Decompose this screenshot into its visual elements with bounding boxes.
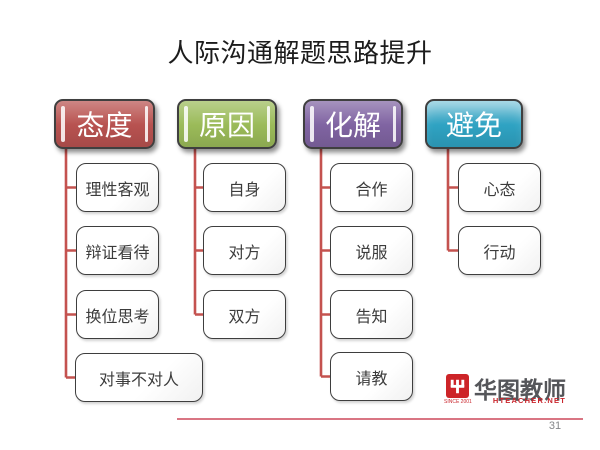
child-box: 双方 <box>203 290 286 339</box>
header-attitude: 态度 <box>54 99 155 149</box>
connector-col-cause <box>193 148 203 316</box>
child-box: 辩证看待 <box>76 226 159 275</box>
connector-col-resolution <box>319 148 330 378</box>
child-box: 理性客观 <box>76 163 159 212</box>
logo-since-text: SINCE 2001 <box>444 399 472 405</box>
child-box: 心态 <box>458 163 541 212</box>
child-box: 请教 <box>330 352 413 401</box>
child-box: 自身 <box>203 163 286 212</box>
page-number: 31 <box>548 420 562 432</box>
logo-site-text: HTEACHER.NET <box>492 396 566 405</box>
child-box: 合作 <box>330 163 413 212</box>
child-box: 告知 <box>330 290 413 339</box>
footer-divider-line <box>177 418 583 420</box>
child-box: 换位思考 <box>76 290 159 339</box>
huatu-emblem-glyph <box>450 379 465 393</box>
connector-col-attitude <box>64 148 76 379</box>
header-cause: 原因 <box>177 99 277 149</box>
logo-name-text: 华图教师 <box>474 377 566 403</box>
child-box: 行动 <box>458 226 541 275</box>
connector-col-avoidance <box>446 148 458 252</box>
child-box: 说服 <box>330 226 413 275</box>
page-title: 人际沟通解题思路提升 <box>167 39 433 68</box>
child-box: 对方 <box>203 226 286 275</box>
header-avoidance: 避免 <box>425 99 523 149</box>
header-resolution: 化解 <box>303 99 403 149</box>
child-box: 对事不对人 <box>75 353 203 402</box>
huatu-emblem-icon <box>446 374 469 398</box>
huatu-logo: SINCE 2001 华图教师 HTEACHER.NET <box>444 371 569 407</box>
